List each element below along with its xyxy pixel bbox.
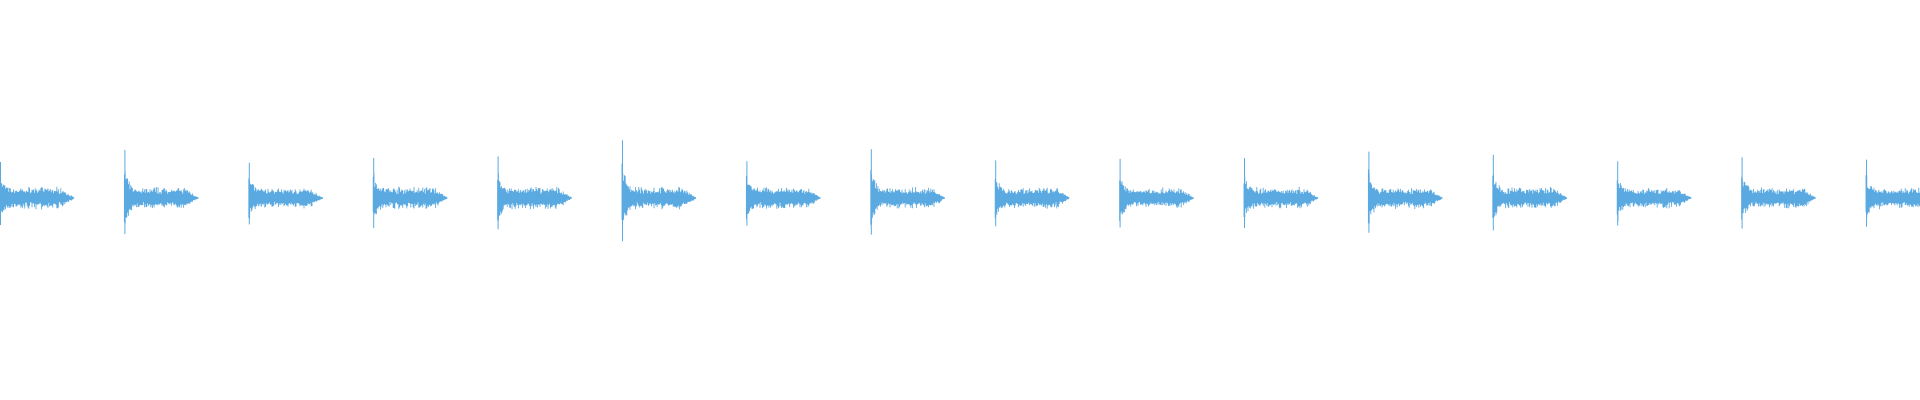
waveform-envelope [870,169,945,226]
waveform-envelope [1741,176,1816,220]
waveform-hit [248,162,323,225]
waveform-envelope [621,163,697,221]
waveform-envelope [248,178,323,219]
waveform-envelope [1865,175,1920,218]
waveform-envelope [1367,169,1443,224]
waveform-hit [870,149,945,235]
waveform-hit [745,161,821,226]
waveform-hit [372,158,448,228]
waveform-envelope [0,182,75,220]
waveform-envelope [497,172,572,221]
waveform-hit [1367,151,1443,233]
waveform-hit [497,156,572,230]
waveform-envelope [1119,180,1194,221]
waveform-hit [1492,154,1567,231]
waveform-hit [1243,158,1319,228]
waveform-envelope [994,179,1070,219]
waveform-hit [1865,159,1920,227]
waveform-hit [1119,158,1194,228]
waveform-hit [994,160,1070,227]
waveform-envelope [1616,180,1692,221]
waveform-hit [123,150,199,234]
waveform-envelope [123,171,199,224]
waveform-hit [621,140,697,242]
waveform-hit [1741,157,1816,229]
waveform-hit [1616,161,1692,226]
waveform-hit [0,162,75,225]
waveform-envelope [372,173,448,215]
waveform-envelope [1243,176,1319,218]
waveform-envelope [1492,174,1567,218]
waveform-envelope [745,175,821,219]
